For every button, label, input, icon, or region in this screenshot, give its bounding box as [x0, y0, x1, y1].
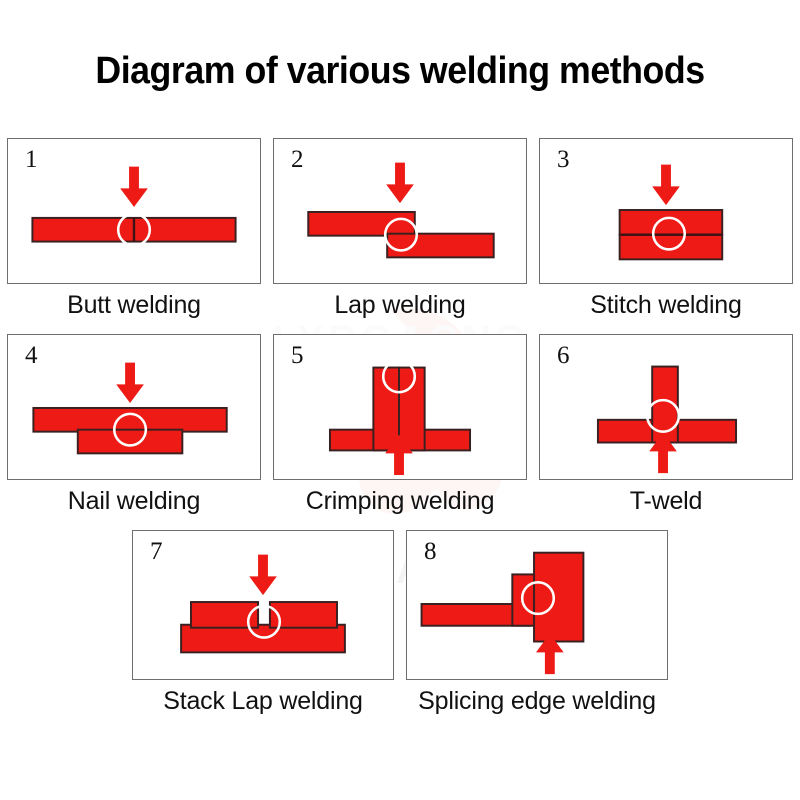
panel-box-nail-welding[interactable]: 4 [7, 334, 261, 480]
nail-weld-icon [32, 362, 228, 455]
page-title: Diagram of various welding methods [95, 50, 705, 92]
panel-caption: Stitch welding [590, 291, 742, 319]
panel-row: 4 Nail welding 5 [0, 334, 800, 516]
panel-caption: Nail welding [67, 487, 201, 515]
panel-caption: Splicing edge welding [418, 687, 656, 715]
panel-number: 4 [25, 342, 38, 369]
panel-caption: Butt welding [67, 291, 201, 319]
panel-row: 1 Butt welding 2 [0, 138, 800, 320]
panel-box-crimping-welding[interactable]: 5 [273, 334, 527, 480]
panel-box-splicing-edge-welding[interactable]: 8 [406, 530, 668, 680]
t-weld-icon [596, 365, 738, 474]
panel-cell-6: 6 T-weld [539, 334, 793, 516]
panel-box-butt-welding[interactable]: 1 [7, 138, 261, 284]
butt-weld-icon [31, 166, 237, 247]
splicing-edge-weld-icon [420, 551, 585, 675]
panel-number: 6 [557, 342, 570, 369]
panel-number: 3 [557, 146, 570, 173]
panel-caption: Lap welding [334, 291, 466, 319]
panel-cell-1: 1 Butt welding [7, 138, 261, 320]
crimping-weld-icon [328, 359, 472, 476]
panel-row: 7 Stack Lap welding 8 [0, 530, 800, 716]
panel-cell-5: 5 Crimping welding [273, 334, 527, 516]
panel-box-stitch-welding[interactable]: 3 [539, 138, 793, 284]
panel-cell-2: 2 Lap welding [273, 138, 527, 320]
lap-weld-icon [307, 162, 495, 259]
panel-box-lap-welding[interactable]: 2 [273, 138, 527, 284]
panel-number: 8 [424, 538, 437, 565]
panel-number: 1 [25, 146, 38, 173]
panel-number: 2 [291, 146, 304, 173]
stitch-weld-icon [618, 164, 724, 261]
panel-number: 7 [150, 538, 163, 565]
panel-box-t-weld[interactable]: 6 [539, 334, 793, 480]
panel-number: 5 [291, 342, 304, 369]
panel-caption: Crimping welding [305, 487, 495, 515]
panel-cell-3: 3 Stitch welding [539, 138, 793, 320]
panel-cell-8: 8 Splicing edge welding [406, 530, 668, 716]
panel-grid: 1 Butt welding 2 [0, 138, 800, 730]
panel-caption: T-weld [629, 487, 703, 515]
panel-cell-7: 7 Stack Lap welding [132, 530, 394, 716]
panel-caption: Stack Lap welding [163, 687, 363, 715]
panel-cell-4: 4 Nail welding [7, 334, 261, 516]
panel-box-stack-lap-welding[interactable]: 7 [132, 530, 394, 680]
stack-lap-weld-icon [180, 554, 346, 654]
